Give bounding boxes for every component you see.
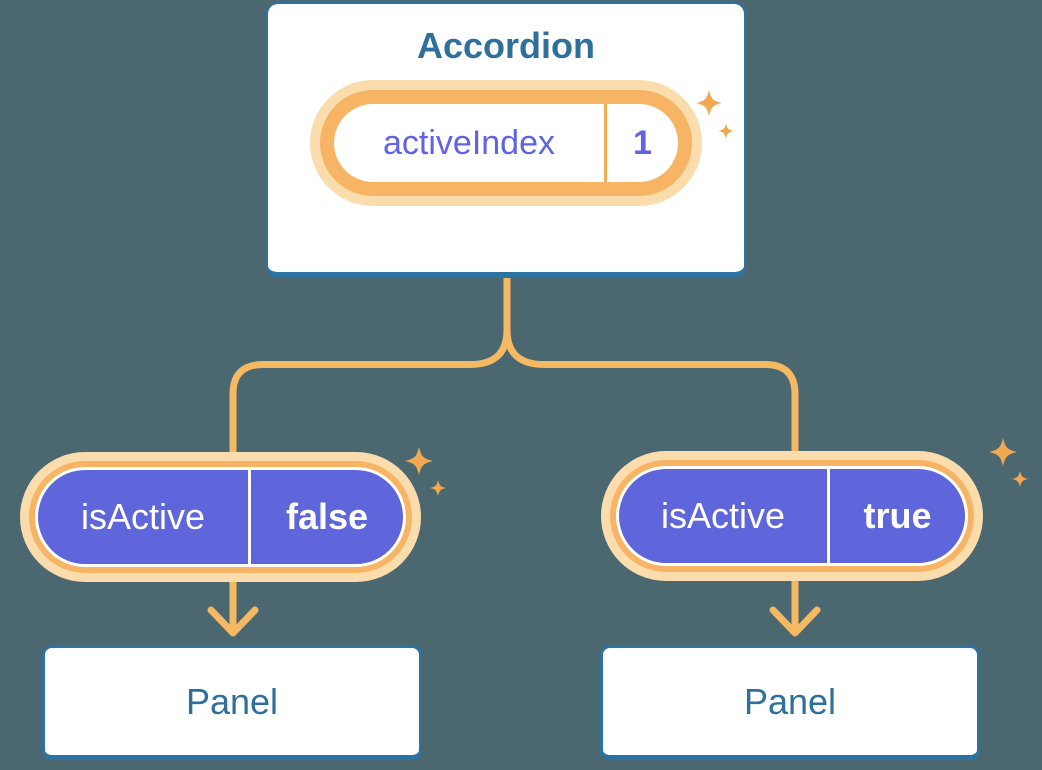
state-pill-glow: activeIndex 1 xyxy=(310,80,702,207)
prop-pill-glow: isActive false xyxy=(20,452,421,582)
connector-branch-right xyxy=(503,266,799,633)
prop-pill-body: isActive false xyxy=(35,467,406,567)
panel-card-title: Panel xyxy=(185,680,279,722)
panel-component-card-left: Panel xyxy=(42,645,422,760)
prop-pill-divider xyxy=(248,470,251,564)
panel-card-title: Panel xyxy=(743,680,837,722)
prop-pill-body: isActive true xyxy=(616,466,968,566)
prop-pill-value: true xyxy=(863,495,932,536)
state-pill-label: activeIndex xyxy=(383,123,555,162)
prop-pill-ring: isActive false xyxy=(29,461,412,573)
prop-pill-glow: isActive true xyxy=(601,451,983,581)
prop-pill-label: isActive xyxy=(80,496,206,537)
prop-pill-value: false xyxy=(285,496,369,537)
state-pill-value: 1 xyxy=(633,123,652,162)
prop-pill-ring: isActive true xyxy=(610,460,974,572)
prop-pill-divider xyxy=(827,469,830,563)
accordion-component-card: Accordion activeIndex 1 xyxy=(266,2,746,278)
arrow-down-icon xyxy=(769,606,821,637)
panel-component-card-right: Panel xyxy=(600,645,980,760)
state-pill-body: activeIndex 1 xyxy=(334,104,678,183)
state-pill-divider xyxy=(604,104,607,183)
accordion-card-title: Accordion xyxy=(416,25,595,66)
prop-pill-right: isActive true xyxy=(601,451,983,581)
prop-pill-left: isActive false xyxy=(20,452,421,582)
arrow-down-icon xyxy=(207,606,259,637)
state-pill: activeIndex 1 xyxy=(320,90,692,197)
prop-pill-label: isActive xyxy=(660,495,786,536)
